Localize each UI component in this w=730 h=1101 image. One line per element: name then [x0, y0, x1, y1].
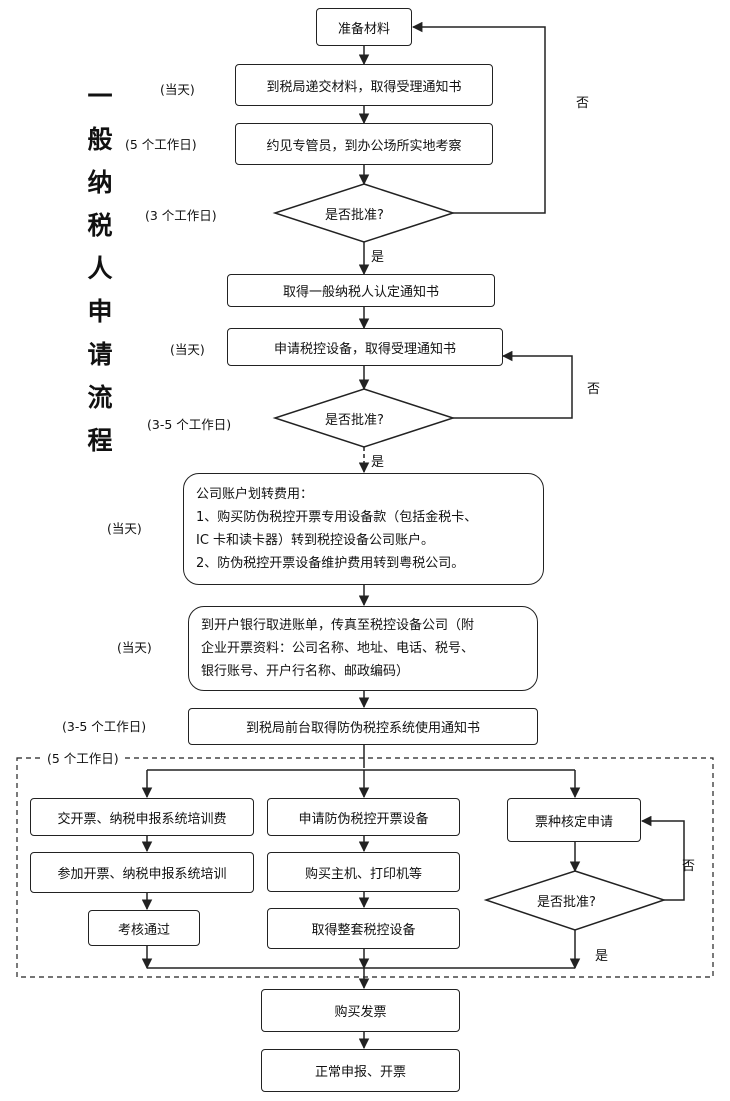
node-bank-slip: 到开户银行取进账单，传真至税控设备公司（附 企业开票资料：公司名称、地址、电话、… — [188, 606, 538, 691]
parallel-group-frame — [16, 757, 714, 978]
node-prepare-materials: 准备材料 — [316, 8, 412, 46]
transfer-line: 公司账户划转费用： — [196, 487, 314, 502]
title-char: 一 — [87, 82, 113, 111]
node-meet-officer: 约见专管员，到办公场所实地考察 — [235, 123, 493, 165]
decision-text-2: 是否批准? — [325, 413, 384, 428]
time-label-usage: (3-5 个工作日) — [62, 719, 147, 734]
loop-no-2 — [453, 350, 573, 419]
time-label-bank: (当天) — [117, 640, 152, 655]
loop-no-3 — [640, 815, 685, 901]
node-normal-filing: 正常申报、开票 — [261, 1049, 460, 1092]
time-label-approve1: (3 个工作日) — [145, 208, 217, 223]
title-char: 纳 — [87, 168, 113, 197]
time-label-transfer: (当天) — [107, 521, 142, 536]
time-label-submit: (当天) — [160, 82, 195, 97]
node-submit-materials: 到税局递交材料，取得受理通知书 — [235, 64, 493, 106]
node-taxpayer-notice: 取得一般纳税人认定通知书 — [227, 274, 495, 307]
node-account-transfer: 公司账户划转费用： 1、购买防伪税控开票专用设备款（包括金税卡、 IC 卡和读卡… — [183, 473, 544, 585]
transfer-line: 1、购买防伪税控开票专用设备款（包括金税卡、 — [196, 510, 478, 525]
loop-no-1 — [411, 21, 546, 214]
bank-line: 企业开票资料：公司名称、地址、电话、税号、 — [201, 641, 475, 656]
time-label-group: (5 个工作日) — [44, 748, 122, 767]
decision-diamond-3 — [483, 870, 667, 931]
time-label-meet: (5 个工作日) — [125, 137, 197, 152]
title-char: 请 — [87, 340, 113, 369]
title-char: 般 — [87, 125, 113, 154]
title-char: 税 — [87, 211, 113, 240]
decision-yes-label-2: 是 — [371, 455, 385, 470]
node-exam-passed: 考核通过 — [88, 910, 200, 946]
node-buy-invoice: 购买发票 — [261, 989, 460, 1032]
node-ticket-type-apply: 票种核定申请 — [507, 798, 641, 842]
bank-line: 银行账号、开户行名称、邮政编码） — [201, 664, 410, 679]
decision-text-1: 是否批准? — [325, 208, 384, 223]
vertical-title: 一 般 纳 税 人 申 请 流 程 — [82, 75, 118, 462]
transfer-line: IC 卡和读卡器）转到税控设备公司账户。 — [196, 533, 435, 548]
time-label-apply-device: (当天) — [170, 342, 205, 357]
decision-yes-label-1: 是 — [371, 250, 385, 265]
decision-yes-label-3: 是 — [595, 949, 609, 964]
title-char: 人 — [87, 254, 113, 283]
bank-line: 到开户银行取进账单，传真至税控设备公司（附 — [201, 618, 475, 633]
title-char: 申 — [87, 297, 113, 326]
node-usage-notice: 到税局前台取得防伪税控系统使用通知书 — [188, 708, 538, 745]
node-attend-training: 参加开票、纳税申报系统培训 — [30, 852, 254, 893]
node-get-equipment: 取得整套税控设备 — [267, 908, 460, 949]
title-char: 程 — [87, 426, 113, 455]
node-training-fee: 交开票、纳税申报系统培训费 — [30, 798, 254, 836]
decision-no-label-3: 否 — [682, 859, 696, 874]
time-label-approve2: (3-5 个工作日) — [147, 417, 232, 432]
node-apply-equipment: 申请防伪税控开票设备 — [267, 798, 460, 836]
transfer-line: 2、防伪税控开票设备维护费用转到粤税公司。 — [196, 556, 465, 571]
decision-no-label-2: 否 — [587, 382, 601, 397]
decision-diamond-2 — [272, 388, 456, 448]
node-buy-host-printer: 购买主机、打印机等 — [267, 852, 460, 892]
decision-no-label-1: 否 — [576, 96, 590, 111]
node-apply-tax-device: 申请税控设备，取得受理通知书 — [227, 328, 503, 366]
decision-text-3: 是否批准? — [537, 895, 596, 910]
title-char: 流 — [87, 383, 113, 412]
decision-diamond-1 — [272, 183, 456, 243]
